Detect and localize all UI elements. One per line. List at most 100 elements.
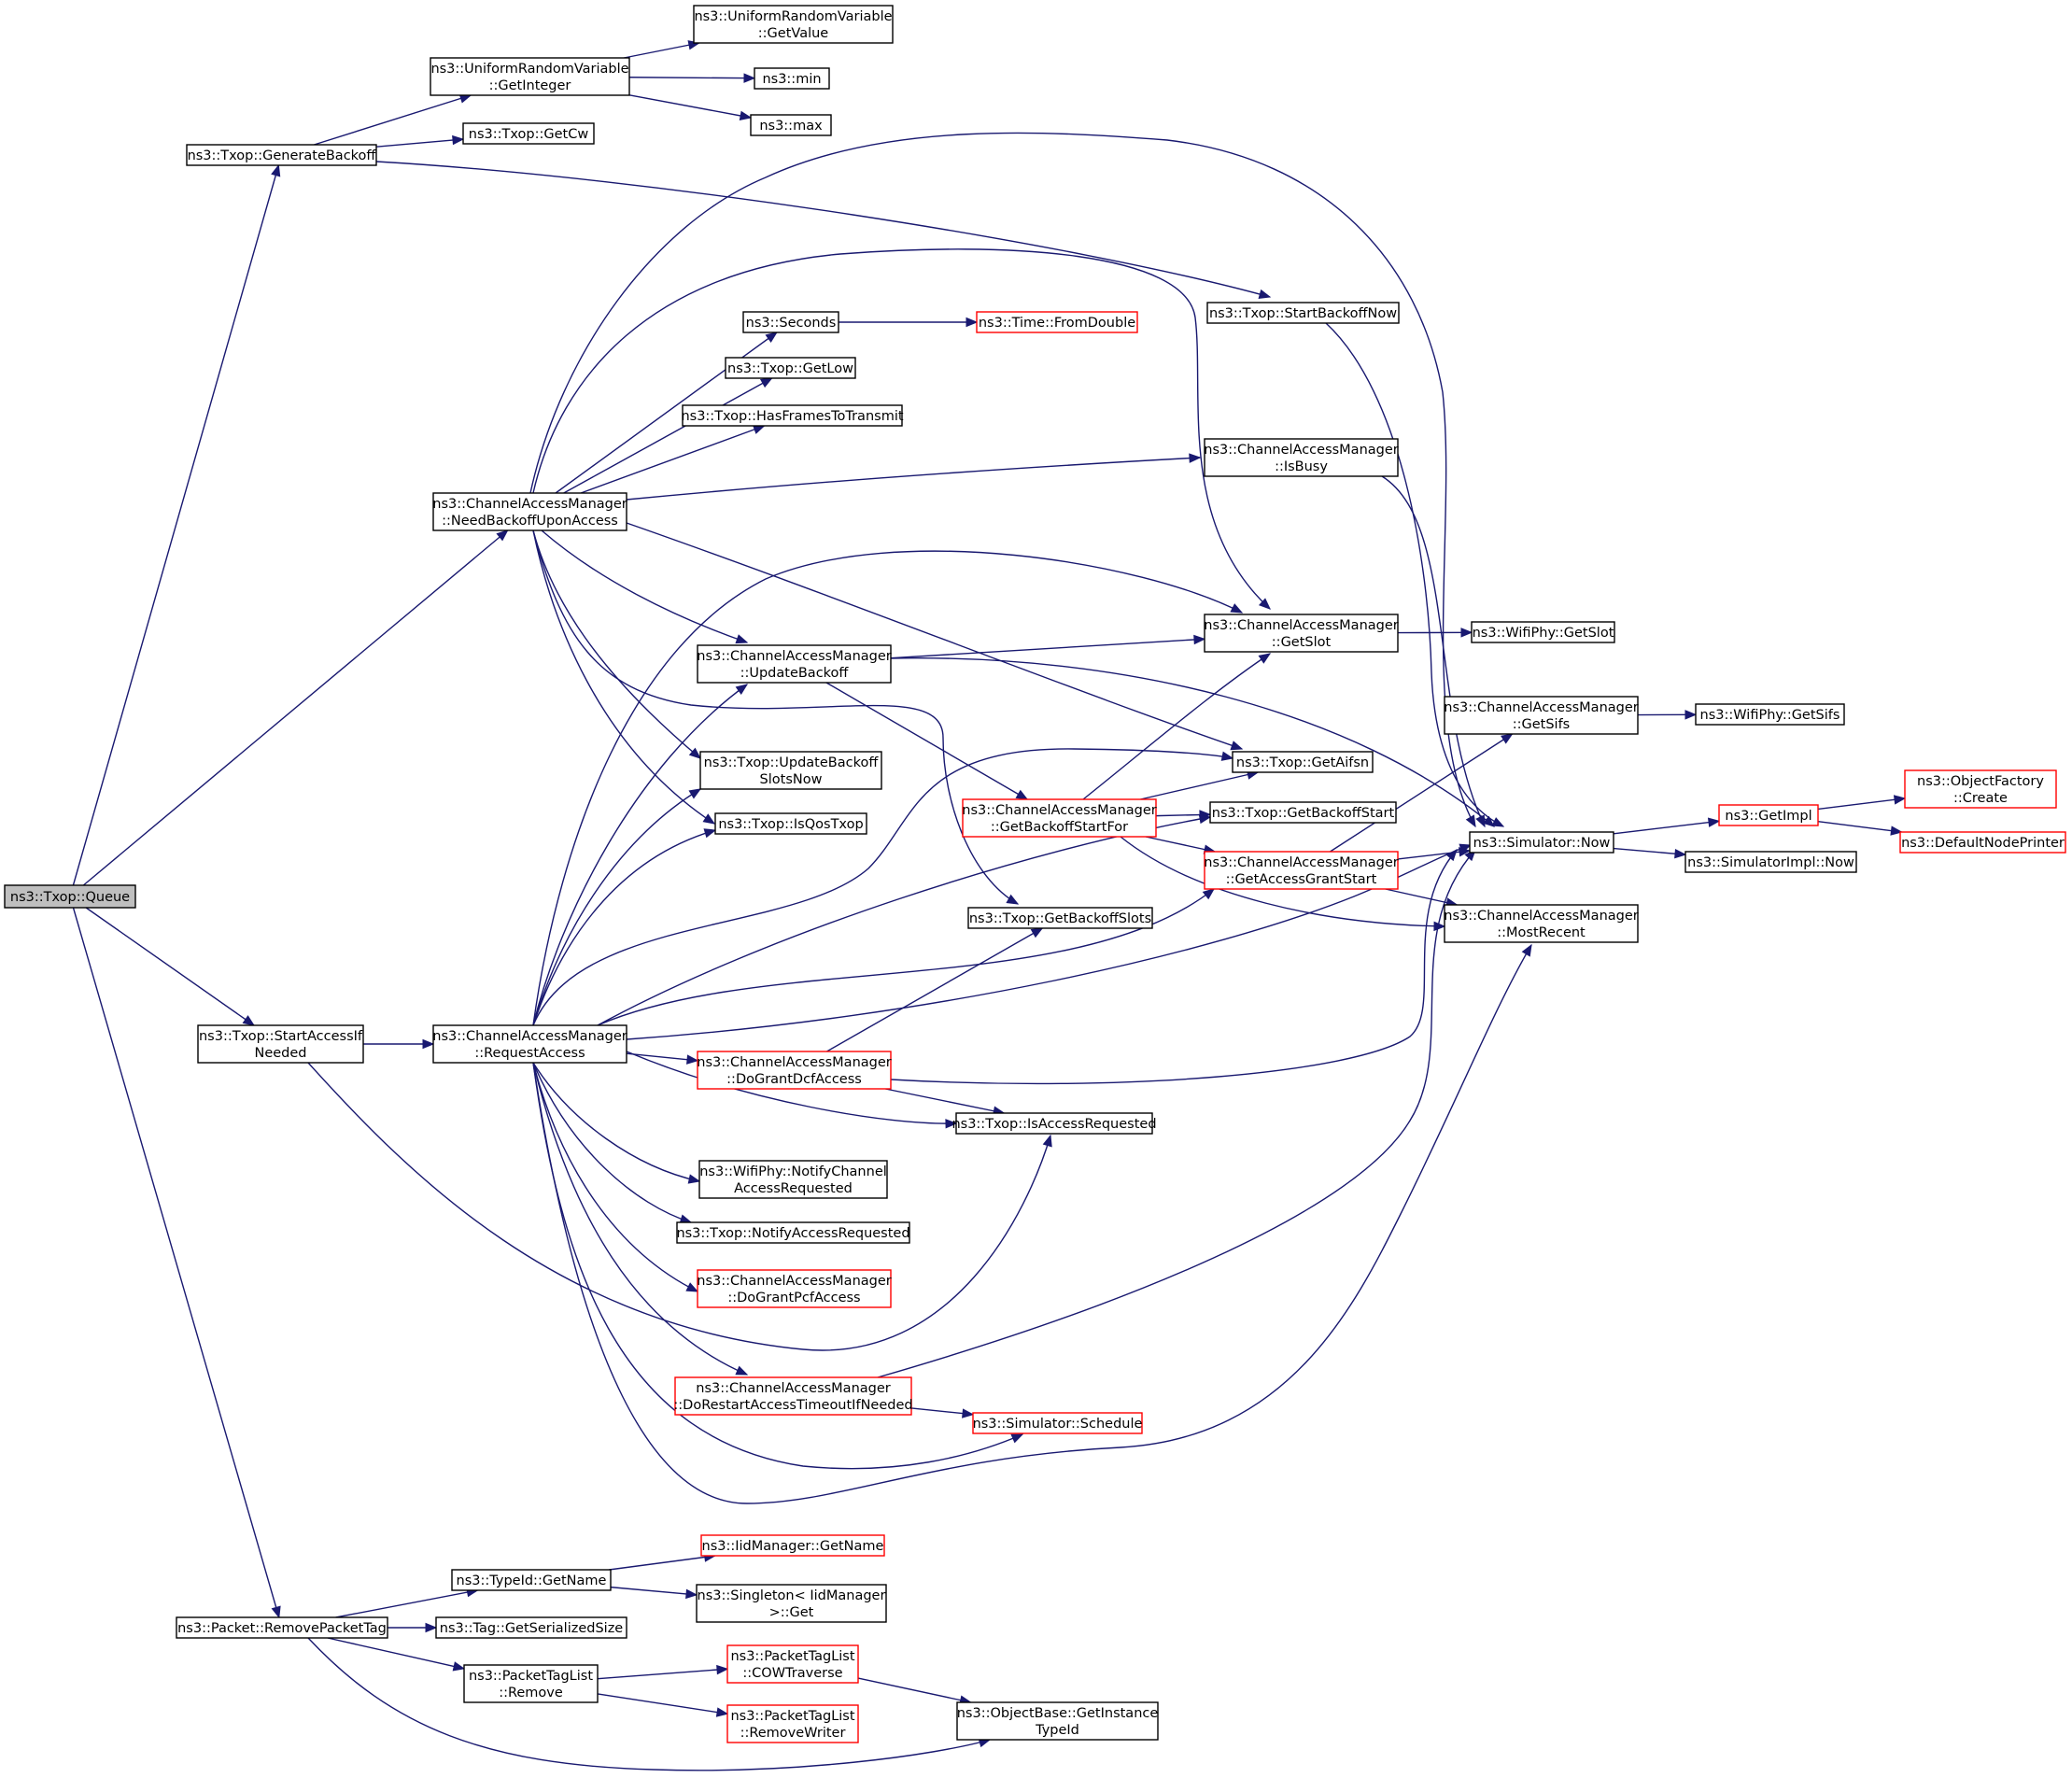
function-node[interactable]: ns3::Packet::RemovePacketTag — [176, 1616, 388, 1639]
arrowhead — [685, 1282, 699, 1292]
function-node[interactable]: ns3::Tag::GetSerializedSize — [435, 1616, 627, 1639]
function-node[interactable]: ns3::Txop::NotifyAccessRequested — [676, 1221, 910, 1244]
function-node[interactable]: ns3::WifiPhy::GetSifs — [1695, 703, 1845, 726]
edge-n13-to-n18 — [626, 453, 1202, 501]
function-node[interactable]: ns3::WifiPhy::NotifyChannelAccessRequest… — [698, 1160, 888, 1199]
arrowhead — [1230, 741, 1244, 751]
function-node[interactable]: ns3::Txop::StartBackoffNow — [1206, 302, 1400, 324]
edge-n33-to-n30 — [532, 943, 1532, 1504]
function-node[interactable]: ns3::PacketTagList::COWTraverse — [726, 1644, 859, 1684]
edge-line — [563, 377, 772, 494]
node-label: ::DoGrantDcfAccess — [726, 1072, 862, 1087]
function-node[interactable]: ns3::max — [750, 114, 832, 136]
node-box — [697, 644, 892, 684]
node-label: ns3::Txop::GenerateBackoff — [188, 148, 377, 163]
function-node[interactable]: ns3::ChannelAccessManager::GetSifs — [1444, 696, 1639, 735]
node-label: ns3::ObjectBase::GetInstance — [957, 1706, 1159, 1721]
arrowhead — [743, 73, 756, 83]
arrowhead — [685, 1588, 698, 1600]
function-node[interactable]: ns3::Txop::IsQosTxop — [714, 812, 867, 835]
function-node[interactable]: ns3::TypeId::GetName — [451, 1569, 612, 1591]
function-node[interactable]: ns3::GetImpl — [1718, 804, 1819, 826]
function-node[interactable]: ns3::ChannelAccessManager::IsBusy — [1204, 438, 1399, 477]
edge-n9-to-n10 — [1817, 795, 1907, 811]
function-node[interactable]: ns3::PacketTagList::RemoveWriter — [726, 1704, 859, 1743]
edge-n47-to-n49 — [857, 1677, 972, 1705]
node-box — [699, 751, 882, 790]
function-node[interactable]: ns3::SimulatorImpl::Now — [1684, 851, 1857, 873]
arrowhead — [1042, 1134, 1052, 1148]
function-node[interactable]: ns3::Simulator::Schedule — [972, 1412, 1143, 1434]
node-box — [1209, 801, 1397, 824]
node-box — [1471, 621, 1615, 643]
function-node[interactable]: ns3::Time::FromDouble — [976, 311, 1138, 333]
arrowhead — [422, 1038, 435, 1050]
function-node[interactable]: ns3::ChannelAccessManager::GetSlot — [1204, 614, 1399, 653]
function-node[interactable]: ns3::Txop::GetAifsn — [1232, 751, 1374, 773]
function-node[interactable]: ns3::Txop::Queue — [4, 884, 136, 909]
arrowhead — [687, 1174, 701, 1184]
function-node[interactable]: ns3::WifiPhy::GetSlot — [1471, 621, 1615, 643]
arrowhead — [496, 529, 509, 542]
edge-n13-to-n8 — [529, 132, 1476, 828]
edge-line — [307, 1637, 991, 1771]
node-label: AccessRequested — [734, 1181, 853, 1196]
function-node[interactable]: ns3::ChannelAccessManager::DoGrantPcfAcc… — [697, 1269, 892, 1308]
node-box — [714, 812, 867, 835]
function-node[interactable]: ns3::ChannelAccessManager::MostRecent — [1444, 904, 1639, 943]
node-label: ::GetBackoffStartFor — [991, 820, 1128, 835]
function-node[interactable]: ns3::UniformRandomVariable::GetInteger — [430, 57, 630, 96]
function-node[interactable]: ns3::ChannelAccessManager::UpdateBackoff — [697, 644, 892, 684]
arrowhead — [765, 332, 778, 344]
function-node[interactable]: ns3::Seconds — [742, 311, 839, 333]
function-node[interactable]: ns3::IidManager::GetName — [700, 1534, 885, 1557]
edge-line — [1817, 797, 1906, 811]
function-node[interactable]: ns3::UniformRandomVariable::GetValue — [693, 5, 894, 44]
function-node[interactable]: ns3::Txop::GetCw — [462, 122, 595, 145]
function-node[interactable]: ns3::ChannelAccessManager::RequestAccess — [432, 1024, 627, 1064]
function-node[interactable]: ns3::ChannelAccessManager::DoRestartAcce… — [673, 1376, 913, 1416]
edge-n13-to-n21 — [541, 529, 749, 644]
edge-n14-to-n15 — [839, 317, 979, 328]
function-node[interactable]: ns3::ObjectFactory::Create — [1904, 769, 2057, 809]
node-label: ns3::Txop::StartAccessIf — [199, 1029, 363, 1044]
edge-line — [877, 849, 1476, 1378]
arrowhead — [1202, 888, 1216, 900]
function-node[interactable]: ns3::ChannelAccessManager::GetBackoffSta… — [962, 798, 1157, 838]
edge-line — [1140, 771, 1259, 800]
node-label: ns3::min — [762, 72, 821, 87]
function-node[interactable]: ns3::ChannelAccessManager::GetAccessGran… — [1204, 851, 1399, 890]
function-node[interactable]: ns3::Singleton< IidManager>::Get — [696, 1584, 887, 1623]
arrowhead — [735, 1365, 749, 1376]
node-box — [976, 311, 1138, 333]
arrowhead — [1193, 634, 1206, 645]
arrowhead — [1491, 817, 1505, 827]
function-node[interactable]: ns3::Txop::GetBackoffSlots — [967, 907, 1153, 929]
function-node[interactable]: ns3::PacketTagList::Remove — [463, 1664, 599, 1703]
function-node[interactable]: ns3::Txop::GenerateBackoff — [186, 144, 377, 166]
node-box — [696, 1584, 887, 1623]
edge-n8-to-n12 — [1613, 847, 1687, 859]
function-node[interactable]: ns3::ChannelAccessManager::DoGrantDcfAcc… — [697, 1051, 892, 1090]
edge-n29-to-n22 — [1330, 733, 1514, 853]
node-label: ::DoGrantPcfAccess — [727, 1291, 860, 1305]
function-node[interactable]: ns3::Txop::IsAccessRequested — [951, 1112, 1157, 1135]
edge-line — [626, 844, 1472, 1040]
edge-line — [1082, 653, 1271, 800]
function-node[interactable]: ns3::DefaultNodePrinter — [1899, 831, 2066, 854]
node-box — [700, 1534, 885, 1557]
function-node[interactable]: ns3::min — [754, 67, 830, 90]
edge-line — [610, 1586, 698, 1596]
function-node[interactable]: ns3::ChannelAccessManager::NeedBackoffUp… — [432, 492, 627, 531]
function-node[interactable]: ns3::Simulator::Now — [1469, 831, 1614, 854]
node-label: ns3::Txop::GetBackoffSlots — [969, 911, 1151, 926]
edge-n33-to-n21 — [532, 684, 749, 1026]
function-node[interactable]: ns3::Txop::HasFramesToTransmit — [681, 404, 904, 427]
node-label: TypeId — [1035, 1723, 1079, 1738]
node-label: ns3::Txop::NotifyAccessRequested — [676, 1226, 909, 1241]
function-node[interactable]: ns3::Txop::GetBackoffStart — [1209, 801, 1397, 824]
function-node[interactable]: ns3::Txop::GetLow — [725, 357, 856, 379]
